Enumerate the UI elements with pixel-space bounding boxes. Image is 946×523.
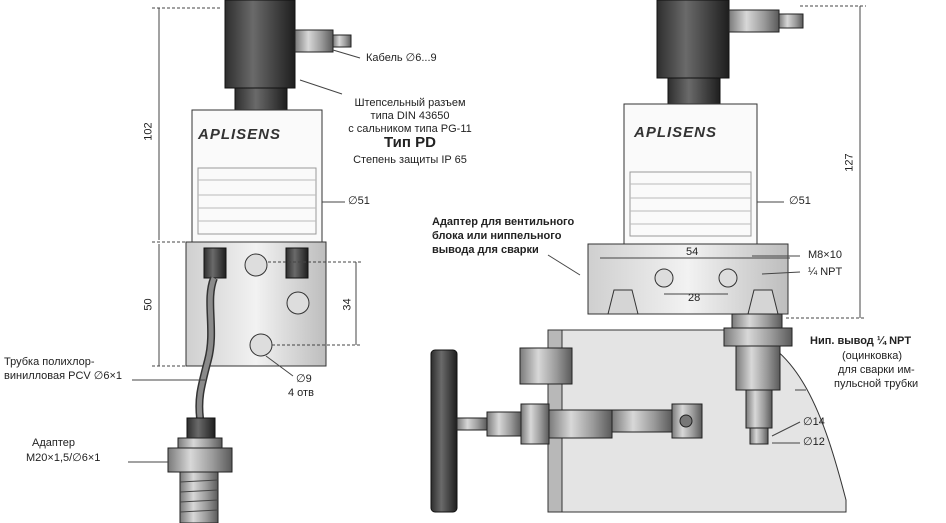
connector-label-line2: типа DIN 43650 (370, 110, 450, 122)
right-dimension-lines (547, 5, 866, 444)
left-pvc-tube (195, 276, 218, 419)
right-dim-height: 127 (843, 153, 856, 172)
left-dim-height-block: 50 (142, 298, 155, 311)
dim-54-label: 54 (686, 246, 699, 258)
left-adapter (167, 417, 233, 523)
left-transmitter-body (191, 109, 323, 243)
thread-m8-label: M8×10 (808, 249, 842, 261)
left-connector (224, 0, 352, 111)
cable-label: Кабель ∅6...9 (366, 52, 437, 64)
right-nipple-outlet (723, 313, 793, 445)
left-adapter-label-line2: M20×1,5/∅6×1 (26, 452, 101, 464)
holes-diameter-label: ∅9 (296, 373, 312, 385)
right-diameter-label: ∅51 (789, 195, 811, 207)
nipple-label-line4: пульсной трубки (834, 378, 919, 390)
left-brand-logo: APLISENS (198, 126, 282, 143)
right-adapter-label-line2: блока или ниппельного (432, 230, 562, 242)
nipple-label-line2: (оцинковка) (842, 350, 903, 362)
type-title: Тип PD (384, 134, 436, 151)
right-adapter-label-line1: Адаптер для вентильного (432, 216, 575, 228)
connector-label-line1: Штепсельный разъем (354, 97, 466, 109)
right-brand-logo: APLISENS (634, 124, 718, 141)
right-adapter-label-line3: вывода для сварки (432, 244, 539, 256)
tube-label-line2: винилловая PCV ∅6×1 (4, 370, 123, 382)
right-handle (430, 349, 613, 513)
left-adapter-label-line1: Адаптер (32, 437, 75, 449)
holes-count-label: 4 отв (288, 387, 314, 399)
dim-28-label: 28 (688, 292, 701, 304)
left-dimension-lines (128, 7, 362, 463)
left-diameter-label: ∅51 (348, 195, 370, 207)
left-dim-height-top: 102 (142, 122, 155, 141)
diameter-12-label: ∅12 (803, 436, 825, 448)
right-transmitter-body (623, 103, 758, 245)
protection-label: Степень защиты IP 65 (353, 154, 467, 166)
right-adapter-block (587, 243, 789, 315)
thread-npt-label: ¼ NPT (808, 266, 843, 278)
right-connector (656, 0, 804, 105)
nipple-label-line1: Нип. вывод ¼ NPT (810, 335, 912, 347)
diameter-14-label: ∅14 (803, 416, 825, 428)
tube-label-line1: Трубка полихлор- (4, 356, 95, 368)
nipple-label-line3: для сварки им- (838, 364, 915, 376)
connector-label-line3: с сальником типа PG-11 (348, 123, 472, 135)
left-dim-holes: 34 (341, 298, 354, 311)
